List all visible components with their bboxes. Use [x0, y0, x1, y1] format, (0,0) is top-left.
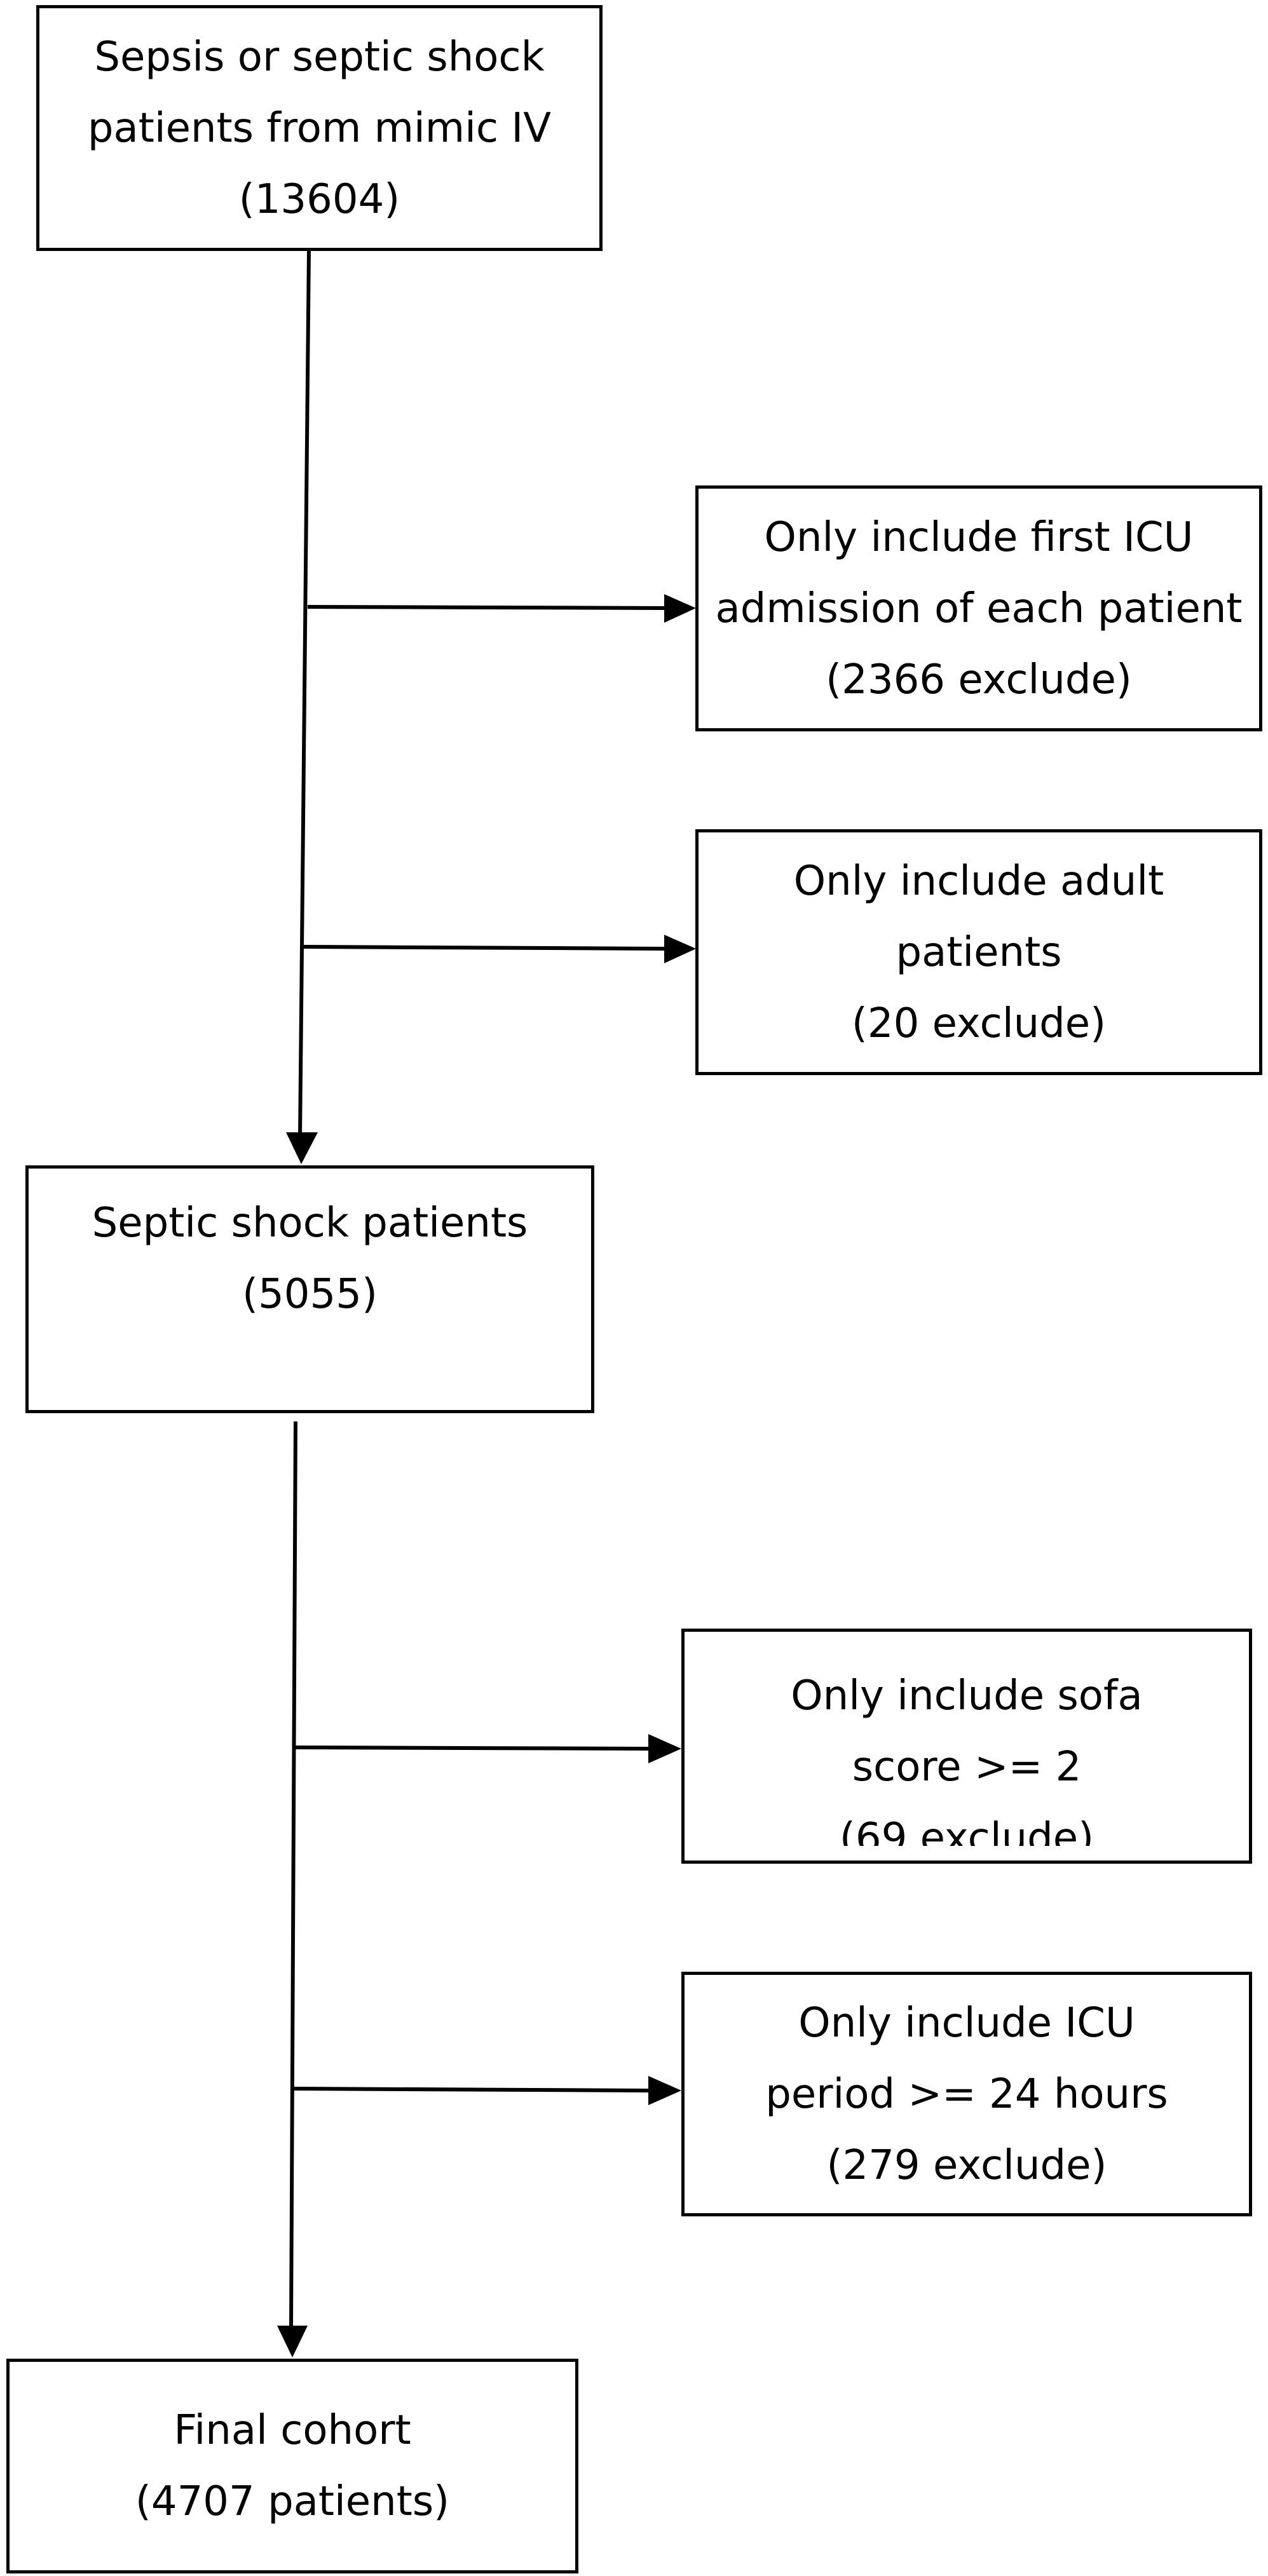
exclusion-sofa-line-2: score >= 2 — [852, 1744, 1082, 1791]
start-box-line-1: Sepsis or septic shock — [94, 33, 545, 81]
arrow-right-adult — [664, 935, 696, 963]
start-population-box: Sepsis or septic shock patients from mim… — [36, 5, 603, 251]
exclusion-first-icu-line-2: admission of each patient — [715, 585, 1243, 632]
exclusion-adult-line-2: patients — [896, 928, 1062, 976]
exclusion-adult-line-1: Only include adult — [793, 857, 1164, 905]
exclusion-first-icu-count: (2366 exclude) — [826, 656, 1132, 703]
final-cohort-count: (4707 patients) — [135, 2478, 450, 2525]
exclusion-adult-count: (20 exclude) — [851, 1000, 1107, 1047]
start-box-line-2: patients from mimic IV — [87, 104, 552, 152]
arrow-right-sofa — [648, 1734, 681, 1763]
exclusion-adult-box: Only include adult patients (20 exclude) — [695, 829, 1262, 1075]
exclusion-icu-period-box: Only include ICU period >= 24 hours (279… — [681, 1972, 1252, 2216]
arrow-right-first-icu — [664, 594, 696, 623]
arrow-down-final — [277, 2326, 308, 2357]
final-cohort-label: Final cohort — [174, 2407, 411, 2454]
septic-shock-line-1: Septic shock patients — [92, 1200, 528, 1247]
exclusion-sofa-line-1: Only include sofa — [791, 1672, 1143, 1719]
exclusion-sofa-box: Only include sofa score >= 2 (69 exclude… — [681, 1629, 1252, 1864]
septic-shock-count: (5055) — [242, 1271, 378, 1318]
septic-shock-box: Septic shock patients (5055) — [25, 1165, 594, 1413]
exclusion-first-icu-box: Only include first ICU admission of each… — [695, 485, 1262, 731]
arrow-right-icu-period — [648, 2076, 681, 2105]
exclusion-first-icu-line-1: Only include first ICU — [764, 513, 1194, 561]
exclusion-icu-period-count: (279 exclude) — [826, 2141, 1107, 2189]
main-flow-line-1 — [298, 250, 311, 1138]
final-cohort-box: Final cohort (4707 patients) — [6, 2359, 578, 2573]
exclusion-icu-period-line-1: Only include ICU — [798, 1999, 1135, 2047]
exclusion-icu-period-line-2: period >= 24 hours — [765, 2070, 1168, 2118]
exclusion-sofa-count: (69 exclude) — [839, 1815, 1094, 1846]
start-box-count: (13604) — [238, 175, 400, 223]
main-flow-line-2 — [289, 1421, 297, 2329]
branch-line-adult — [303, 945, 668, 951]
arrow-down-septic-shock — [286, 1132, 318, 1164]
branch-line-icu-period — [292, 2087, 649, 2092]
branch-line-first-icu — [307, 605, 668, 610]
branch-line-sofa — [293, 1746, 649, 1751]
